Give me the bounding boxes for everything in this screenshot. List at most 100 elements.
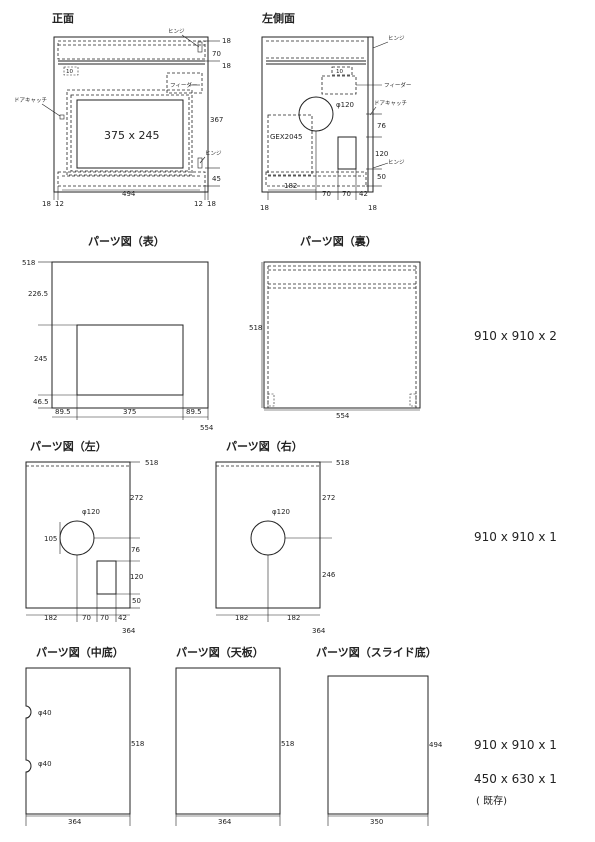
pr-dim-518: 518 [336, 459, 349, 467]
front-hinge-leader-bottom [199, 156, 206, 164]
side-filter-box [321, 75, 357, 95]
title-parts-back: パーツ図（裏） [300, 234, 377, 248]
parts-back-view: 518 554 [249, 261, 421, 420]
pf-dim-554: 554 [200, 424, 214, 432]
pm-dim-518: 518 [131, 740, 144, 748]
pm-phi-1: φ40 [38, 709, 52, 717]
front-hinge-label-bottom: ヒンジ [205, 150, 222, 157]
board-count-4-note: ( 既存) [476, 794, 507, 807]
pf-dim-46: 46.5 [33, 398, 49, 406]
parts-front-view: 518 226.5 245 46.5 89.5 375 89.5 554 [22, 259, 214, 432]
side-gex-label: GEX2045 [270, 133, 302, 141]
parts-right-view: 518 272 φ120 246 182 182 364 [215, 459, 349, 635]
pr-dim-182b: 182 [287, 614, 300, 622]
pl-dim-70b: 70 [100, 614, 109, 622]
title-parts-top: パーツ図（天板） [176, 645, 264, 659]
front-dim-367: 367 [210, 116, 223, 124]
ps-dim-494: 494 [429, 741, 443, 749]
side-hinge-label-top: ヒンジ [388, 35, 405, 42]
front-small-label: 10 [66, 69, 73, 75]
parts-back-board [263, 261, 421, 409]
pt-dim-364: 364 [218, 818, 232, 826]
pl-dim-272: 272 [130, 494, 143, 502]
title-parts-slide-bottom: パーツ図（スライド底） [316, 645, 437, 659]
pf-dim-89-left: 89.5 [55, 408, 71, 416]
title-front: 正面 [52, 12, 74, 25]
title-left-side: 左側面 [261, 11, 295, 25]
pm-board [25, 667, 131, 815]
pl-dim-70: 70 [82, 614, 91, 622]
side-catch-leader [369, 106, 377, 116]
pb-dim-554: 554 [336, 412, 350, 420]
front-dim-18-mid: 18 [222, 62, 231, 70]
front-screen-window [76, 99, 184, 169]
pb-dim-518: 518 [249, 324, 262, 332]
parts-left-board [25, 461, 131, 609]
front-door-inner [70, 94, 190, 172]
pm-phi-2: φ40 [38, 760, 52, 768]
side-door-edge [367, 36, 374, 193]
front-view: 10 フィーダー 375 x 245 ヒンジ ヒンジ ドアキャッチ 18 70 … [14, 28, 231, 208]
side-door-catch-label: ドアキャッチ [374, 100, 407, 107]
title-parts-mid-bottom: パーツ図（中底） [36, 645, 124, 659]
parts-slide-bottom-view: 494 350 [327, 675, 443, 826]
pr-dim-272: 272 [322, 494, 335, 502]
front-hinge-leader-top [181, 34, 200, 48]
pr-fan-hole [250, 520, 286, 556]
board-count-3: 910 x 910 x 1 [474, 738, 557, 752]
board-count-1: 910 x 910 x 2 [474, 329, 557, 343]
front-filter-box [166, 72, 203, 94]
side-dim-76: 76 [377, 122, 386, 130]
side-dim-42: 42 [359, 190, 368, 198]
front-hinge-bottom [197, 157, 203, 169]
front-dim-494: 494 [122, 190, 136, 198]
board-count-4: 450 x 630 x 1 [474, 772, 557, 786]
pl-dim-518: 518 [145, 459, 158, 467]
pl-dim-50: 50 [132, 597, 141, 605]
pt-board [175, 667, 281, 815]
pf-dim-226: 226.5 [28, 290, 48, 298]
pb-hinge-left [267, 393, 275, 407]
pl-dim-364: 364 [122, 627, 136, 635]
title-parts-right: パーツ図（右） [226, 439, 303, 453]
pm-dim-364: 364 [68, 818, 82, 826]
parts-front-board [51, 261, 209, 409]
parts-mid-bottom-view: φ40 φ40 518 364 [25, 667, 144, 826]
pr-phi: φ120 [272, 508, 290, 516]
pf-dim-89-right: 89.5 [186, 408, 202, 416]
side-dim-70b: 70 [342, 190, 351, 198]
board-count-2: 910 x 910 x 1 [474, 530, 557, 544]
front-door-outline [66, 89, 193, 176]
pl-fan-hole [59, 520, 95, 556]
side-dim-182: 182 [284, 182, 297, 190]
pl-dim-42: 42 [118, 614, 127, 622]
parts-top-view: 518 364 [175, 667, 294, 826]
parts-front-screen-opening [76, 324, 184, 396]
ps-dim-350: 350 [370, 818, 383, 826]
side-gex-box [267, 114, 313, 176]
side-phi-label: φ120 [336, 101, 354, 109]
front-dim-45: 45 [212, 175, 221, 183]
side-hinge-leader-bottom [372, 162, 389, 169]
pf-dim-375: 375 [123, 408, 136, 416]
title-parts-front: パーツ図（表） [88, 234, 165, 248]
side-fan-hole [298, 96, 334, 132]
side-dim-70: 70 [322, 190, 331, 198]
pl-dim-76: 76 [131, 546, 140, 554]
pl-phi: φ120 [82, 508, 100, 516]
ps-board [327, 675, 429, 815]
front-dim-12-right: 12 [194, 200, 203, 208]
front-screen-label: 375 x 245 [104, 129, 160, 142]
side-cable-cutout [337, 136, 357, 170]
pl-cable-cutout [96, 560, 117, 595]
front-dim-18-right: 18 [207, 200, 216, 208]
side-hinge-label-bottom: ヒンジ [388, 159, 405, 166]
pl-dim-182: 182 [44, 614, 57, 622]
pr-dim-182a: 182 [235, 614, 248, 622]
front-hinge-top [197, 41, 203, 53]
front-dim-18-top: 18 [222, 37, 231, 45]
pt-dim-518: 518 [281, 740, 294, 748]
pl-dim-105: 105 [44, 535, 57, 543]
side-dim-120: 120 [375, 150, 388, 158]
